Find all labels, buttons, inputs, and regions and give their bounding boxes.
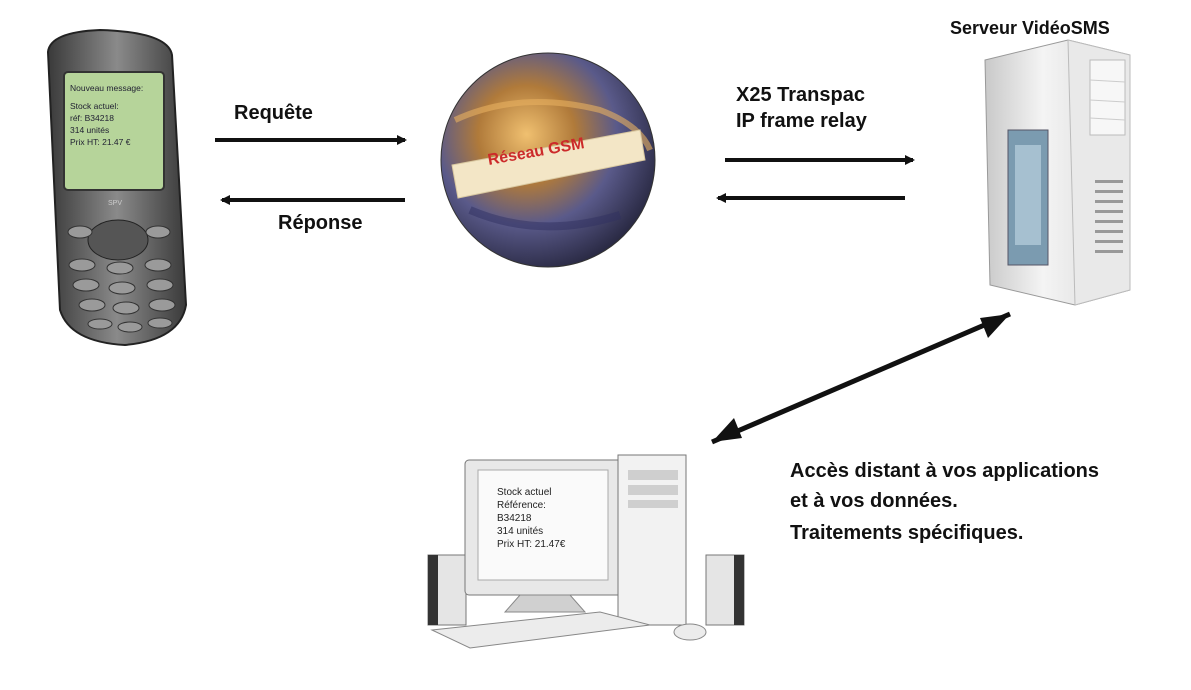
desktop-line-5: Prix HT: 21.47€ [497,539,566,550]
request-label: Requête [234,102,313,124]
monitor-stand [503,594,587,613]
bidirectional-arrow [711,311,1011,445]
mouse [673,623,707,641]
phone-line-4: 314 unités [70,125,110,135]
server-vents [1095,180,1123,253]
phone-line-2: Stock actuel: [70,101,119,111]
desktop-screen-text: Stock actuel Référence: B34218 314 unité… [497,486,605,551]
keyboard [430,611,651,649]
phone-screen-text: Nouveau message: Stock actuel: réf: B342… [70,82,164,148]
desktop-line-4: 314 unités [497,526,544,537]
monitor-screen [477,469,609,581]
server-drive-bays [1089,59,1126,136]
desktop-line-3: B34218 [497,513,532,524]
desktop-line-1: Stock actuel [497,487,552,498]
gsm-globe [440,52,656,268]
mobile-phone [46,28,188,347]
pc-tower [617,454,687,626]
phone-line-5: Prix HT: 21.47 € [70,137,131,147]
phone-line-1: Nouveau message: [70,83,144,93]
response-label: Réponse [278,212,363,234]
phone-keypad [67,225,176,333]
phone-nav-pad [87,219,149,261]
phone-line-3: réf: B34218 [70,113,114,123]
desktop-computer [427,454,745,649]
remote-access-line1: Accès distant à vos applications [790,460,1099,482]
link-label-line2: IP frame relay [736,110,867,132]
phone-brand: SPV [108,200,123,207]
remote-access-line2: et à vos données. [790,490,958,512]
gsm-banner [451,129,646,199]
link-label-line1: X25 Transpac [736,84,865,106]
desktop-line-2: Référence: [497,500,546,511]
phone-screen [63,71,165,191]
remote-access-line3: Traitements spécifiques. [790,522,1024,544]
server-tower [984,39,1131,306]
server-title: Serveur VidéoSMS [950,18,1110,38]
